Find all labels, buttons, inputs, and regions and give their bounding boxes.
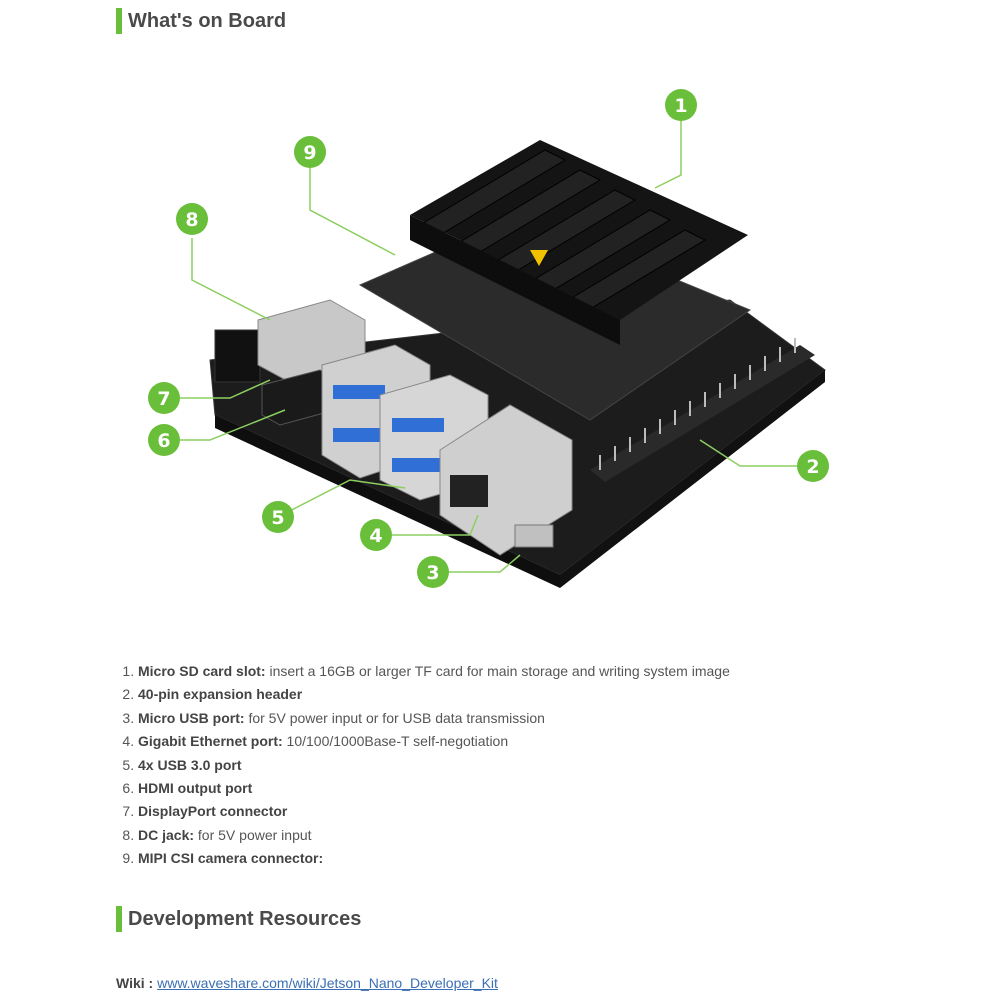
callout-3: 3 — [417, 556, 449, 588]
feature-title: Micro SD card slot: — [138, 663, 266, 679]
dc-jack — [214, 329, 261, 383]
feature-title: Micro USB port: — [138, 709, 245, 726]
feature-title: 40-pin expansion header — [138, 686, 303, 703]
section-heading-whats-on-board: What's on Board — [116, 8, 286, 34]
feature-item: Micro USB port: for 5V power input or fo… — [138, 707, 730, 730]
pcb-edge-right — [560, 370, 825, 588]
callout-1: 1 — [665, 89, 697, 121]
wiki-label: Wiki : — [116, 975, 158, 991]
micro-usb-port — [514, 524, 554, 548]
svg-text:9: 9 — [303, 142, 316, 164]
ethernet-port — [439, 404, 573, 556]
feature-item: HDMI output port — [138, 777, 730, 800]
svg-text:3: 3 — [426, 562, 439, 584]
feature-title: 4x USB 3.0 port — [138, 756, 242, 773]
svg-text:4: 4 — [369, 525, 382, 547]
feature-desc: for 5V power input or for USB data trans… — [244, 709, 545, 726]
svg-text:2: 2 — [806, 456, 819, 478]
wiki-line: Wiki : www.waveshare.com/wiki/Jetson_Nan… — [116, 975, 498, 991]
feature-item: DC jack: for 5V power input — [138, 824, 730, 847]
warning-label — [530, 250, 548, 266]
wiki-link[interactable]: www.waveshare.com/wiki/Jetson_Nano_Devel… — [157, 975, 498, 991]
feature-item: Micro SD card slot: insert a 16GB or lar… — [138, 660, 730, 683]
feature-item: MIPI CSI camera connector: — [138, 847, 730, 870]
feature-item: Gigabit Ethernet port: 10/100/1000Base-T… — [138, 730, 730, 753]
feature-desc: for 5V power input — [194, 826, 312, 843]
feature-title: DC jack: — [138, 826, 195, 843]
board-figure: 1 2 3 4 5 6 7 8 9 — [148, 89, 829, 588]
feature-item: 4x USB 3.0 port — [138, 754, 730, 777]
feature-item: DisplayPort connector — [138, 800, 730, 823]
feature-title: Gigabit Ethernet port: — [138, 733, 283, 750]
feature-desc: insert a 16GB or larger TF card for main… — [265, 663, 730, 679]
feature-item: 40-pin expansion header — [138, 683, 730, 706]
callout-8: 8 — [176, 203, 208, 235]
section-heading-development-resources: Development Resources — [116, 906, 361, 932]
svg-text:6: 6 — [157, 430, 170, 452]
callout-4: 4 — [360, 519, 392, 551]
callout-6: 6 — [148, 424, 180, 456]
callout-5: 5 — [262, 501, 294, 533]
gpio-header — [590, 338, 815, 482]
feature-title: MIPI CSI camera connector: — [138, 850, 324, 867]
feature-list: Micro SD card slot: insert a 16GB or lar… — [122, 660, 730, 871]
svg-text:7: 7 — [157, 388, 170, 410]
heatsink — [410, 140, 748, 345]
callout-7: 7 — [148, 382, 180, 414]
svg-text:8: 8 — [185, 209, 198, 231]
callout-9: 9 — [294, 136, 326, 168]
callout-2: 2 — [797, 450, 829, 482]
feature-desc: 10/100/1000Base-T self-negotiation — [282, 733, 509, 750]
feature-title: HDMI output port — [138, 780, 253, 797]
leader-lines — [180, 120, 811, 573]
feature-title: DisplayPort connector — [138, 803, 288, 820]
svg-text:5: 5 — [271, 507, 284, 529]
svg-text:1: 1 — [674, 95, 687, 117]
pcb-edge — [215, 415, 560, 588]
